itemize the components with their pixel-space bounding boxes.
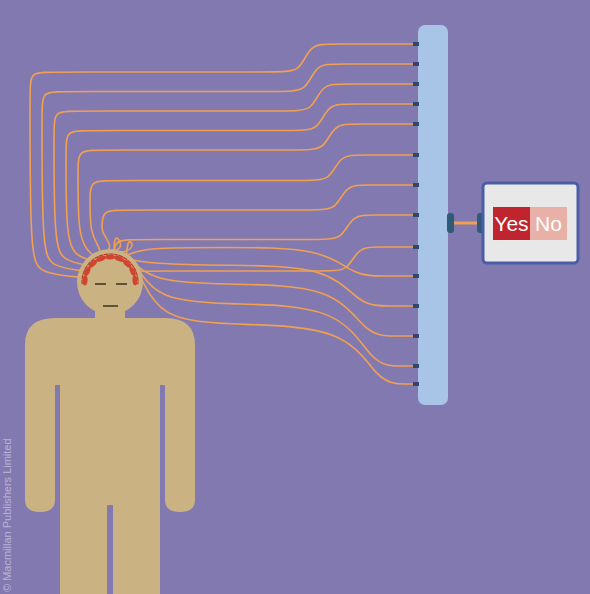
electrode [128,266,137,277]
electrode [82,275,88,285]
electrode [95,255,106,263]
pin [413,382,419,386]
pin [413,102,419,106]
head [77,249,143,315]
wire [102,185,418,251]
answer-button: Yes [493,207,530,240]
face [95,284,127,306]
wire [54,84,418,265]
answer-text: Yes [494,212,528,236]
answer-button: No [530,207,567,240]
wire [126,247,418,276]
wire [131,260,418,306]
answer-text: No [535,212,562,236]
electrode-ring [82,254,138,284]
pin [413,82,419,86]
electrode [132,275,138,285]
pin [413,153,419,157]
wire [90,155,418,253]
pin [413,122,419,126]
pin [413,183,419,187]
watermark: © Macmillan Publishers Limited [1,438,13,592]
electrode [105,255,115,260]
person [25,249,195,594]
body [25,318,195,594]
wire [120,242,418,281]
pin [413,304,419,308]
pin [413,334,419,338]
pin [413,274,419,278]
connector-pins [413,42,419,386]
wire [30,44,418,277]
pin [413,213,419,217]
pin [413,62,419,66]
wire [66,104,418,260]
plug [447,213,454,233]
display-screen [483,183,578,263]
wire [113,215,418,252]
connector-bar [418,25,448,405]
pin [413,245,419,249]
electrode-cap [82,254,138,286]
pin [413,42,419,46]
pin [413,364,419,368]
wire [78,124,418,255]
wire [42,64,418,271]
